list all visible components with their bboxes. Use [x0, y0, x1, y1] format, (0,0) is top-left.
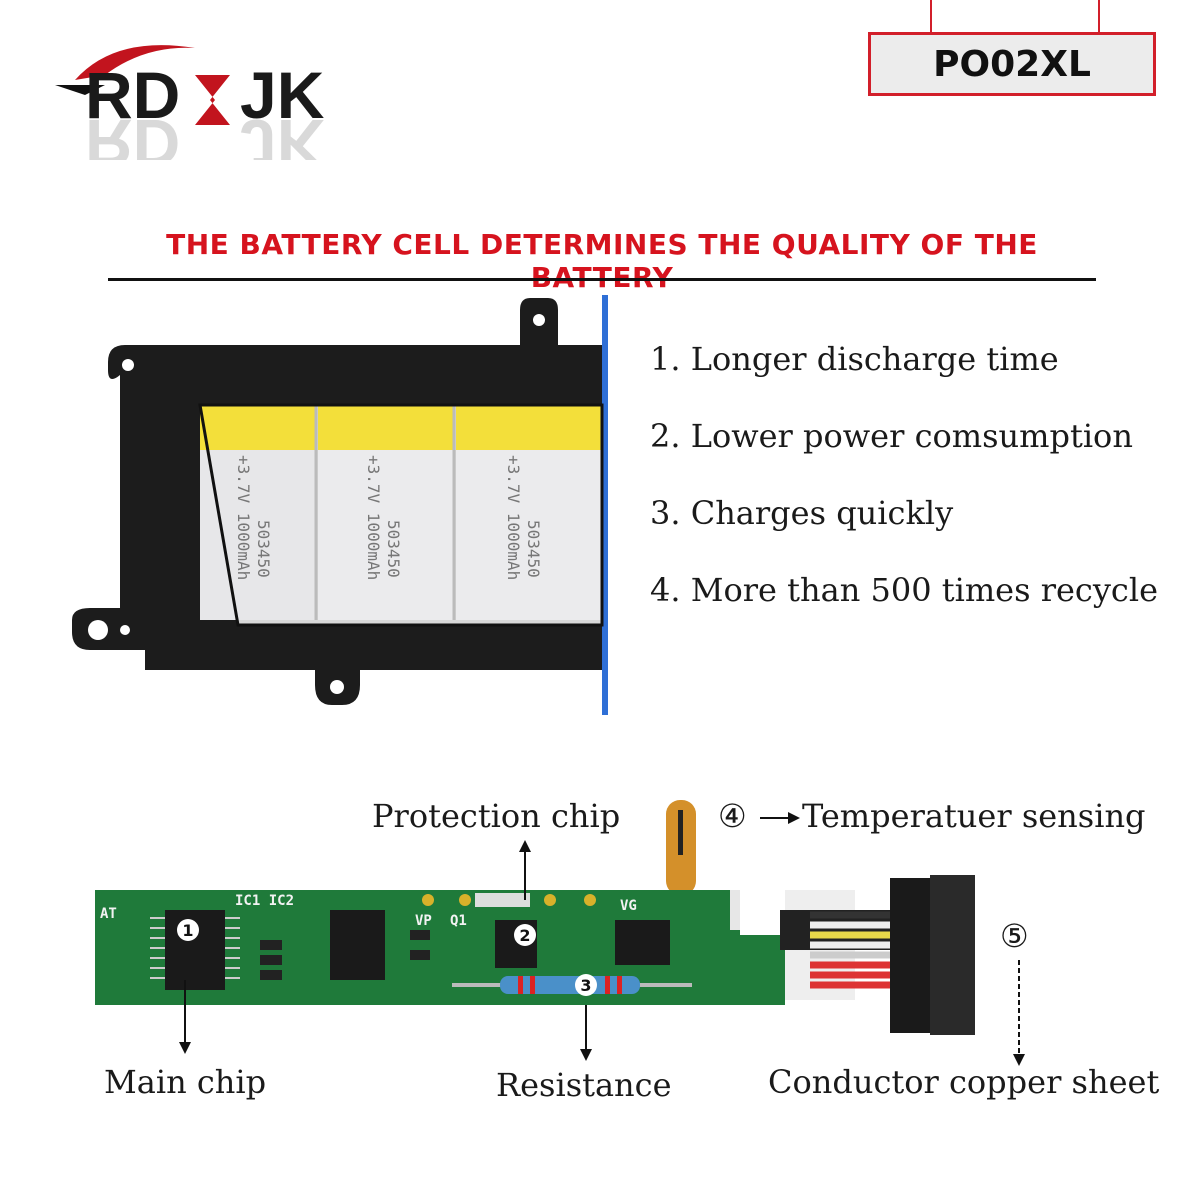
brand-logo: RD JK RD JK [45, 30, 345, 180]
svg-text:503450: 503450 [524, 520, 543, 578]
label-temperature-number: ④ [718, 797, 747, 835]
silk-ic: IC1 IC2 [235, 893, 294, 909]
arrow-copper [1013, 960, 1025, 1066]
silk-at: AT [100, 906, 117, 922]
label-protection-chip: Protection chip [372, 797, 621, 835]
svg-text:+3.7V 1000mAh: +3.7V 1000mAh [364, 455, 383, 580]
silk-q1: Q1 [450, 913, 467, 929]
marker-2: 2 [519, 926, 530, 945]
svg-text:JK: JK [240, 106, 325, 160]
svg-text:+3.7V 1000mAh: +3.7V 1000mAh [504, 455, 523, 580]
label-temperature: Temperatuer sensing [802, 797, 1146, 835]
arrow-resistance [580, 1005, 592, 1061]
marker-3: 3 [580, 976, 591, 995]
silk-vg: VG [620, 898, 637, 914]
label-main-chip: Main chip [104, 1063, 267, 1101]
label-resistance: Resistance [496, 1066, 672, 1104]
svg-text:RD: RD [85, 106, 180, 160]
arrow-temperature [760, 812, 800, 824]
headline: THE BATTERY CELL DETERMINES THE QUALITY … [166, 228, 1038, 294]
pcb-image: IC1 IC2 AT VP Q1 VG 1 2 3 [80, 790, 1090, 1050]
cell-print-1: +3.7V 1000mAh [234, 455, 253, 580]
battery-pack-image: +3.7V 1000mAh 503450 +3.7V 1000mAh 50345… [60, 290, 630, 720]
svg-text:503450: 503450 [254, 520, 273, 578]
badge-line-left [930, 0, 932, 34]
feature-3: 3. Charges quickly [650, 494, 954, 532]
feature-1: 1. Longer discharge time [650, 340, 1059, 378]
label-copper-number: ⑤ [1000, 917, 1029, 955]
arrow-protection-chip [519, 840, 531, 900]
svg-text:JK: JK [240, 58, 325, 132]
feature-4: 4. More than 500 times recycle [650, 571, 1159, 609]
svg-text:503450: 503450 [384, 520, 403, 578]
arrow-main-chip [179, 980, 191, 1054]
badge-line-right [1098, 0, 1100, 34]
marker-1: 1 [182, 921, 193, 940]
silk-vp: VP [415, 913, 432, 929]
logo-text: RD [85, 58, 180, 132]
model-badge: PO02XL [868, 32, 1156, 96]
label-copper: Conductor copper sheet [768, 1063, 1160, 1101]
feature-2: 2. Lower power comsumption [650, 417, 1133, 455]
headline-rule [108, 278, 1096, 281]
